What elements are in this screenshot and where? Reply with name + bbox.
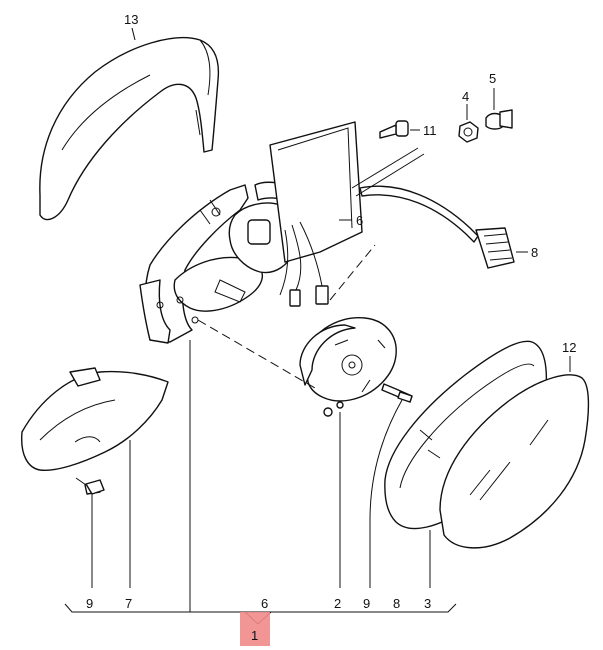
callout-13: 13 (124, 12, 138, 27)
callout-6-cable: 6 (356, 213, 363, 228)
bottom-label-2: 2 (334, 596, 341, 611)
bottom-label-3: 3 (424, 596, 431, 611)
part-7-lower-cover (21, 367, 169, 495)
callout-5: 5 (489, 71, 496, 86)
screw-9-right (397, 391, 413, 403)
part-2-actuator (299, 317, 413, 417)
part-8-connector-cable (351, 147, 528, 269)
assembly-number-1: 1 (251, 628, 258, 643)
assembly-bracket (64, 603, 457, 646)
part-12-mirror-glass (439, 356, 590, 549)
bottom-label-7: 7 (125, 596, 132, 611)
assembly-highlight-box (240, 612, 270, 646)
bottom-label-8: 8 (393, 596, 400, 611)
part-13-mirror-cap (39, 36, 220, 221)
bottom-label-9-left: 9 (86, 596, 93, 611)
screw-9-left (85, 479, 105, 495)
bottom-label-9-right: 9 (363, 596, 370, 611)
part-4-nut (458, 104, 479, 143)
bottom-label-6: 6 (261, 596, 268, 611)
part-11-screw (379, 120, 420, 139)
part-5-clip (485, 88, 513, 130)
part-6-housing-bracket (139, 121, 363, 344)
callout-11: 11 (423, 123, 437, 138)
callout-4: 4 (462, 89, 469, 104)
callout-12: 12 (562, 340, 576, 355)
assembly-dash-lines (197, 244, 376, 389)
callout-8-plug: 8 (531, 245, 538, 260)
leader-lines (91, 340, 431, 612)
